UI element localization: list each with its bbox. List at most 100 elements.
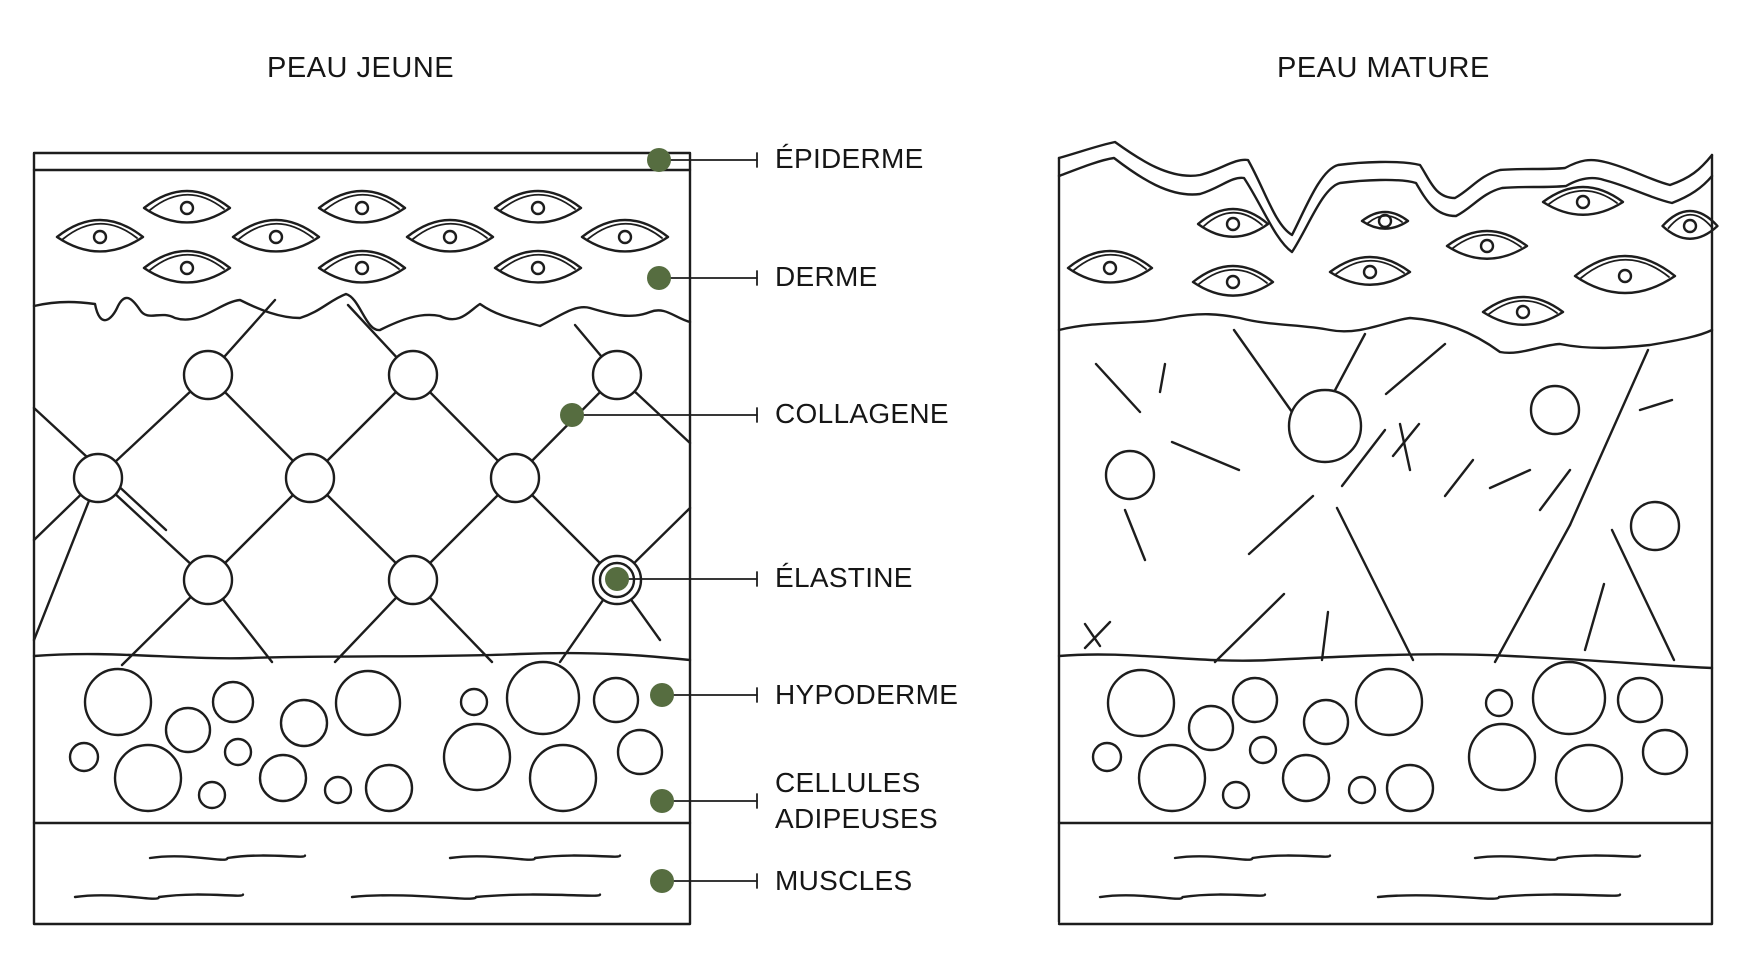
broken-collagen-fiber [1094,362,1142,414]
dermis-cell [142,189,232,224]
broken-collagen-fiber [1232,328,1294,414]
muscle-fiber [448,854,622,861]
fat-cell [1554,743,1624,813]
muscle-fiber [350,893,602,900]
broken-collagen-fiber [1488,468,1532,490]
cell-outline [1360,210,1410,230]
broken-collagen-fiber [1638,398,1674,412]
cell-inner-line [1203,211,1263,227]
cell-nucleus [1515,304,1531,320]
cell-inner-line [324,253,400,271]
cell-inner-line [62,222,138,240]
fat-cell [1616,676,1664,724]
fat-cell [68,741,100,773]
mature-dermis-boundary [1057,313,1714,355]
elastin-node [387,554,439,606]
cell-nucleus [617,229,633,245]
cell-outline [1445,229,1529,260]
cell-outline [1661,209,1719,240]
label-cellules-adipeuses: CELLULES ADIPEUSES [775,767,938,834]
cell-inner-line [1198,268,1268,285]
elastin-node [387,349,439,401]
fat-cell [1248,735,1278,765]
cell-nucleus [179,260,195,276]
fat-cell [1354,667,1424,737]
broken-collagen-fiber [1320,610,1330,662]
dermis-cell [1445,229,1529,260]
young-dermis-cells [55,189,670,284]
mature-epidermis-inner [1057,156,1714,254]
elastine-marker [605,567,629,591]
dermis-cell [55,218,145,253]
cell-nucleus [1102,260,1118,276]
label-epiderme: ÉPIDERME [775,143,924,174]
young-hypodermis-boundary [32,651,692,662]
broken-collagen-fiber [1538,468,1572,512]
cell-nucleus [1575,194,1591,210]
dermis-cell [1573,254,1677,295]
broken-collagen-fiber [1170,440,1241,472]
dermis-cell [1360,210,1410,230]
hypoderme-marker [650,683,674,707]
cell-inner-line [1335,259,1405,275]
derme-marker [647,266,671,290]
fat-cell [323,775,353,805]
elastin-node [182,554,234,606]
broken-collagen-fiber [1331,332,1367,396]
fat-cell [1281,753,1331,803]
cell-outline [405,218,495,253]
callout-leaders [560,148,758,893]
fat-cell [334,669,402,737]
dermis-cell [1541,185,1625,216]
cell-nucleus [268,229,284,245]
cell-nucleus [1225,274,1241,290]
cell-nucleus [1682,218,1698,234]
label-collagene: COLLAGENE [775,398,949,429]
broken-collagen-fiber [1158,362,1167,394]
label-elastine: ÉLASTINE [775,562,913,593]
muscle-fiber [1098,893,1267,900]
mature-muscle-fibers [1098,854,1642,900]
label-muscles: MUSCLES [775,865,913,896]
dermis-cell [1481,295,1565,326]
muscles-marker [650,869,674,893]
fat-cell [1467,722,1537,792]
cell-nucleus [92,229,108,245]
cell-nucleus [1479,238,1495,254]
broken-collagen-fiber [1610,528,1676,662]
fat-cell [1641,728,1689,776]
fat-cell [211,680,255,724]
collagene-marker [560,403,584,427]
dermis-cell [405,218,495,253]
cell-outline [1541,185,1625,216]
cell-nucleus [1617,268,1633,284]
fat-cell [616,728,664,776]
fat-cell [258,753,308,803]
cell-inner-line [412,222,488,240]
dermis-cell [580,218,670,253]
dermis-cell [317,249,407,284]
dermis-cell [1066,249,1154,284]
muscle-fiber [148,854,307,861]
young-collagen-network [32,298,692,667]
cell-inner-line [500,253,576,271]
epiderme-marker [647,148,671,172]
collagen-fiber [32,476,100,642]
muscle-fiber [1173,854,1332,861]
fat-cell [528,743,598,813]
muscle-fiber [1376,893,1622,900]
cell-inner-line [1452,233,1522,249]
broken-collagen-fiber [1247,494,1315,556]
cell-outline [1066,249,1154,284]
cell-outline [493,189,583,224]
mature-dermis-cells [1066,185,1719,326]
cell-nucleus [354,200,370,216]
fat-cell [442,722,512,792]
elastin-node [1104,449,1156,501]
broken-collagen-fiber [1568,348,1650,527]
cell-outline [1191,264,1275,297]
broken-collagen-fiber [1083,620,1112,650]
broken-collagen-fiber [1391,422,1421,458]
fat-cell [1531,660,1607,736]
cell-outline [317,189,407,224]
